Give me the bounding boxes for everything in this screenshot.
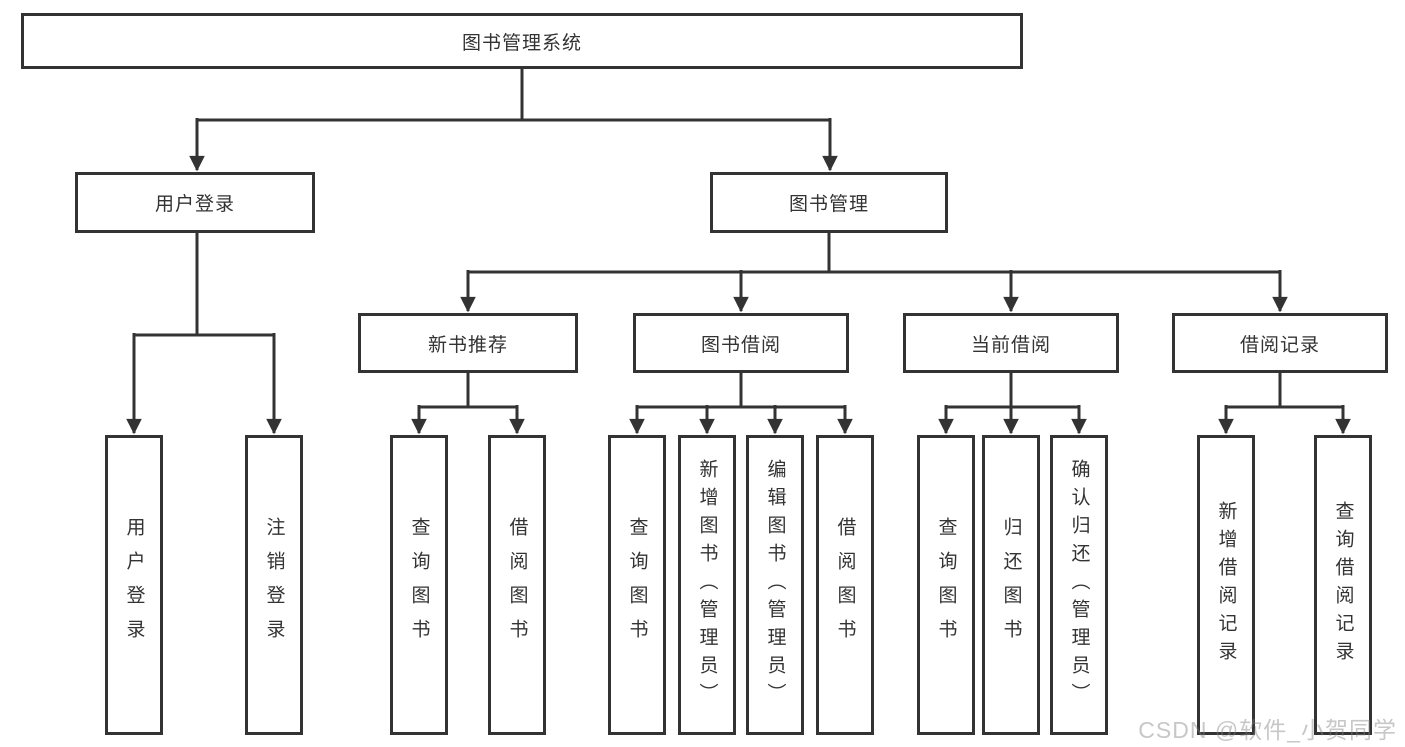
node-root-system: 图书管理系统 <box>21 13 1023 69</box>
node-label: 注销登录 <box>263 517 285 653</box>
leaf-borrow-books-1: 借阅图书 <box>488 435 546 735</box>
node-new-book-recommend: 新书推荐 <box>358 313 578 373</box>
node-label: 查询图书 <box>935 517 957 653</box>
node-label: 借阅图书 <box>834 517 856 653</box>
node-label: 新书推荐 <box>427 334 508 356</box>
node-label: 编辑图书（管理员） <box>764 459 786 711</box>
leaf-edit-book-admin: 编辑图书（管理员） <box>746 435 804 735</box>
node-label: 借阅图书 <box>506 517 528 653</box>
node-current-borrowing: 当前借阅 <box>903 313 1119 373</box>
leaf-confirm-return-admin: 确认归还（管理员） <box>1050 435 1108 735</box>
node-label: 图书管理系统 <box>461 32 582 54</box>
leaf-user-login: 用户登录 <box>105 435 163 735</box>
leaf-query-books-1: 查询图书 <box>390 435 448 735</box>
leaf-query-books-2: 查询图书 <box>608 435 666 735</box>
leaf-query-books-3: 查询图书 <box>917 435 975 735</box>
node-label: 当前借阅 <box>970 334 1051 356</box>
node-label: 归还图书 <box>1000 517 1022 653</box>
node-label: 图书管理 <box>788 194 869 215</box>
leaf-query-borrow-record: 查询借阅记录 <box>1314 435 1372 735</box>
watermark: CSDN @软件_小贺同学 <box>1138 717 1397 743</box>
leaf-return-book: 归还图书 <box>982 435 1040 735</box>
node-borrowing-records: 借阅记录 <box>1172 313 1388 373</box>
leaf-add-book-admin: 新增图书（管理员） <box>678 435 736 735</box>
node-label: 用户登录 <box>154 194 235 215</box>
node-label: 确认归还（管理员） <box>1068 459 1090 711</box>
node-label: 新增图书（管理员） <box>696 459 718 711</box>
leaf-add-borrow-record: 新增借阅记录 <box>1197 435 1255 735</box>
node-label: 查询图书 <box>408 517 430 653</box>
node-label: 图书借阅 <box>700 334 781 356</box>
node-label: 借阅记录 <box>1239 334 1320 356</box>
node-label: 用户登录 <box>123 517 145 653</box>
leaf-logout: 注销登录 <box>245 435 303 735</box>
node-label: 新增借阅记录 <box>1215 501 1237 669</box>
node-book-management: 图书管理 <box>710 172 948 233</box>
node-user-login-branch: 用户登录 <box>75 172 315 233</box>
node-book-borrowing: 图书借阅 <box>633 313 849 373</box>
node-label: 查询图书 <box>626 517 648 653</box>
leaf-borrow-books-2: 借阅图书 <box>816 435 874 735</box>
node-label: 查询借阅记录 <box>1332 501 1354 669</box>
